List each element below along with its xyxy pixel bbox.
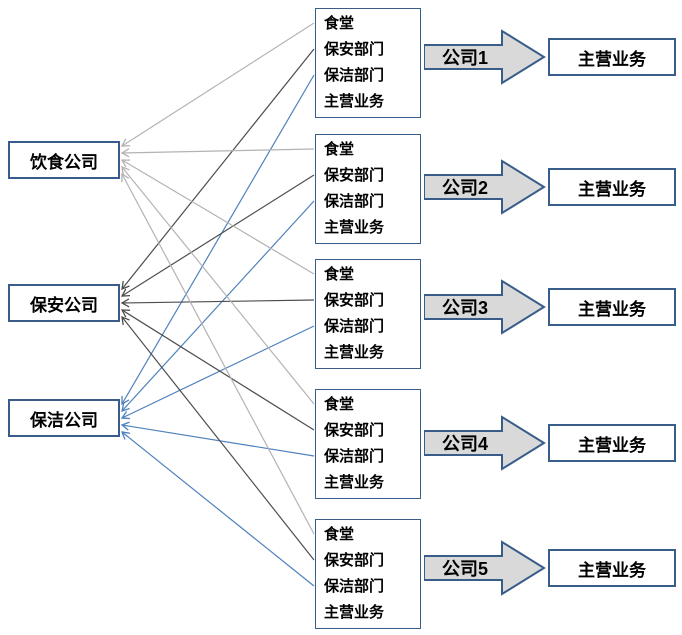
department-item-canteen: 食堂 [324, 396, 355, 413]
main-business-box-5: 主营业务 [548, 549, 676, 587]
security-company-label: 保安公司 [30, 295, 98, 315]
main-business-label-1: 主营业务 [578, 49, 646, 69]
department-item-cleaning: 保洁部门 [324, 67, 385, 84]
department-item-cleaning: 保洁部门 [324, 578, 385, 595]
company-1-arrow-label: 公司1 [441, 48, 488, 68]
departments-box-2: 食堂 保安部门 保洁部门 主营业务 [315, 134, 421, 244]
departments-box-1: 食堂 保安部门 保洁部门 主营业务 [315, 8, 421, 118]
company-2-arrow: 公司2 [424, 159, 546, 215]
main-business-label-3: 主营业务 [578, 299, 646, 319]
department-item-main-business: 主营业务 [324, 604, 385, 621]
company-1-arrow: 公司1 [424, 29, 546, 85]
right-block-arrow-icon [424, 159, 546, 215]
company-4-arrow-label: 公司4 [441, 434, 488, 454]
department-item-cleaning: 保洁部门 [324, 448, 385, 465]
departments-box-4: 食堂 保安部门 保洁部门 主营业务 [315, 389, 421, 499]
department-item-security: 保安部门 [324, 422, 385, 439]
department-item-security: 保安部门 [324, 167, 385, 184]
department-item-main-business: 主营业务 [324, 93, 385, 110]
department-item-canteen: 食堂 [324, 526, 355, 543]
department-item-security: 保安部门 [324, 41, 385, 58]
main-business-box-3: 主营业务 [548, 288, 676, 326]
company-3-arrow-label: 公司3 [441, 298, 488, 318]
company-2-arrow-label: 公司2 [441, 178, 488, 198]
department-item-security: 保安部门 [324, 292, 385, 309]
department-item-main-business: 主营业务 [324, 344, 385, 361]
company-5-arrow-label: 公司5 [441, 559, 488, 579]
department-item-main-business: 主营业务 [324, 219, 385, 236]
company-5-arrow: 公司5 [424, 540, 546, 596]
main-business-label-5: 主营业务 [578, 560, 646, 580]
cleaning-company-label: 保洁公司 [30, 410, 98, 430]
food-company-label: 饮食公司 [30, 152, 98, 172]
right-block-arrow-icon [424, 279, 546, 335]
departments-box-3: 食堂 保安部门 保洁部门 主营业务 [315, 259, 421, 369]
department-item-security: 保安部门 [324, 552, 385, 569]
right-block-arrow-icon [424, 415, 546, 471]
department-item-cleaning: 保洁部门 [324, 318, 385, 335]
department-item-canteen: 食堂 [324, 266, 355, 283]
security-company-box: 保安公司 [8, 284, 120, 322]
main-business-box-2: 主营业务 [548, 168, 676, 206]
main-business-label-2: 主营业务 [578, 179, 646, 199]
right-block-arrow-icon [424, 29, 546, 85]
departments-box-5: 食堂 保安部门 保洁部门 主营业务 [315, 519, 421, 629]
department-item-main-business: 主营业务 [324, 474, 385, 491]
department-item-cleaning: 保洁部门 [324, 193, 385, 210]
main-business-box-4: 主营业务 [548, 424, 676, 462]
food-company-box: 饮食公司 [8, 141, 120, 179]
cleaning-company-box: 保洁公司 [8, 399, 120, 437]
department-item-canteen: 食堂 [324, 141, 355, 158]
right-block-arrow-icon [424, 540, 546, 596]
main-business-box-1: 主营业务 [548, 38, 676, 76]
department-item-canteen: 食堂 [324, 15, 355, 32]
company-3-arrow: 公司3 [424, 279, 546, 335]
company-4-arrow: 公司4 [424, 415, 546, 471]
main-business-label-4: 主营业务 [578, 435, 646, 455]
